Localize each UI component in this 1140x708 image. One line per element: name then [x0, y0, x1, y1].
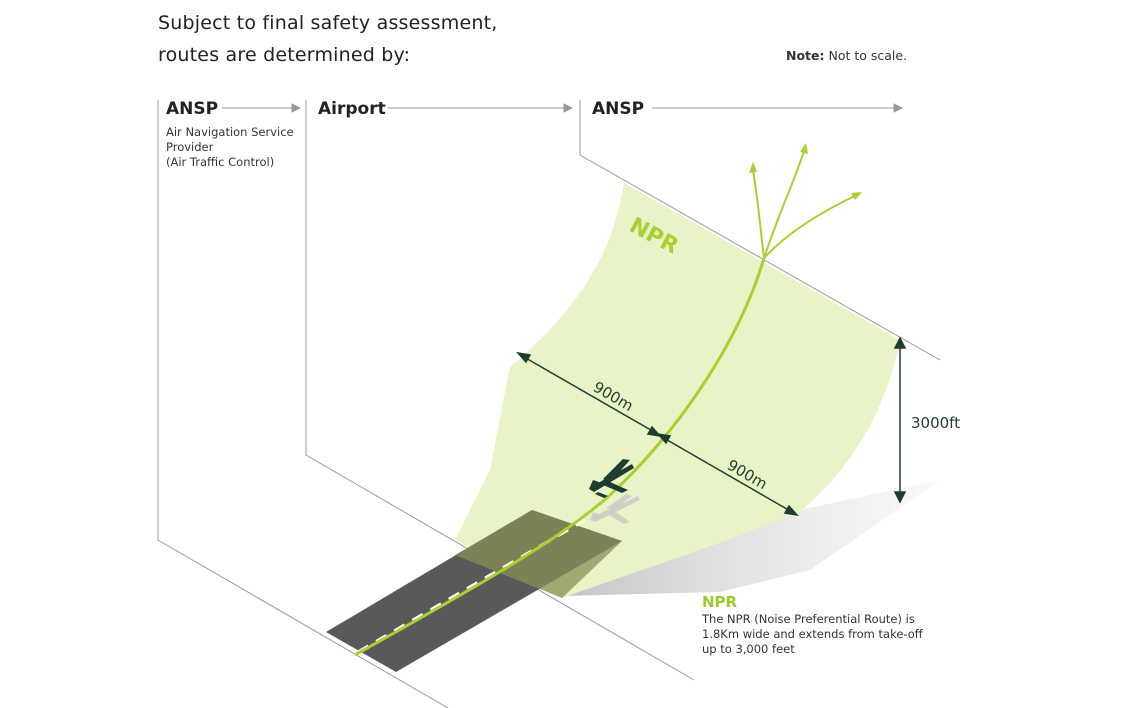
ansp-desc-line: (Air Traffic Control): [166, 155, 275, 169]
stage-divider-lines: [157, 100, 941, 708]
departure-branches: [752, 147, 858, 259]
aircraft-icon: [589, 459, 634, 498]
caption-line: The NPR (Noise Preferential Route) is: [702, 612, 915, 626]
ansp-desc-line: Air Navigation Service: [166, 125, 294, 139]
npr-caption-title: NPR: [702, 593, 738, 611]
title-line-2: routes are determined by:: [158, 44, 411, 66]
runway-overlay: [455, 510, 622, 598]
caption-line: up to 3,000 feet: [702, 642, 795, 656]
scale-note: Note: Not to scale.: [786, 48, 907, 63]
note-text: Not to scale.: [824, 48, 908, 63]
stage-2-boundary: [305, 100, 695, 681]
npr-surface: [455, 183, 900, 598]
arrow-head-2: [563, 103, 574, 113]
route-line: [354, 257, 766, 657]
npr-ground-shadow: [562, 480, 940, 596]
title-line-1: Subject to final safety assessment,: [158, 12, 498, 34]
stage-arrows: [222, 103, 904, 113]
departure-arrow-heads: [749, 143, 862, 200]
ansp-desc-line: Provider: [166, 140, 214, 154]
stage-3-boundary: [579, 100, 941, 361]
stage-1-boundary: [157, 100, 449, 708]
height-label: 3000ft: [911, 414, 960, 432]
width-dimension-right: [656, 432, 799, 517]
aircraft-shadow-icon: [590, 494, 640, 524]
stage-label-ansp-2: ANSP: [592, 99, 645, 119]
note-label: Note:: [786, 48, 825, 63]
arrow-head-3: [893, 103, 904, 113]
stage-label-airport: Airport: [318, 99, 386, 119]
arrow-head-1: [291, 103, 302, 113]
stage-label-ansp-1: ANSP: [166, 99, 219, 119]
ansp-description: Air Navigation Service Provider (Air Tra…: [166, 125, 306, 170]
npr-caption-text: The NPR (Noise Preferential Route) is 1.…: [702, 612, 942, 657]
height-dimension: [893, 336, 907, 504]
caption-line: 1.8Km wide and extends from take-off: [702, 627, 923, 641]
